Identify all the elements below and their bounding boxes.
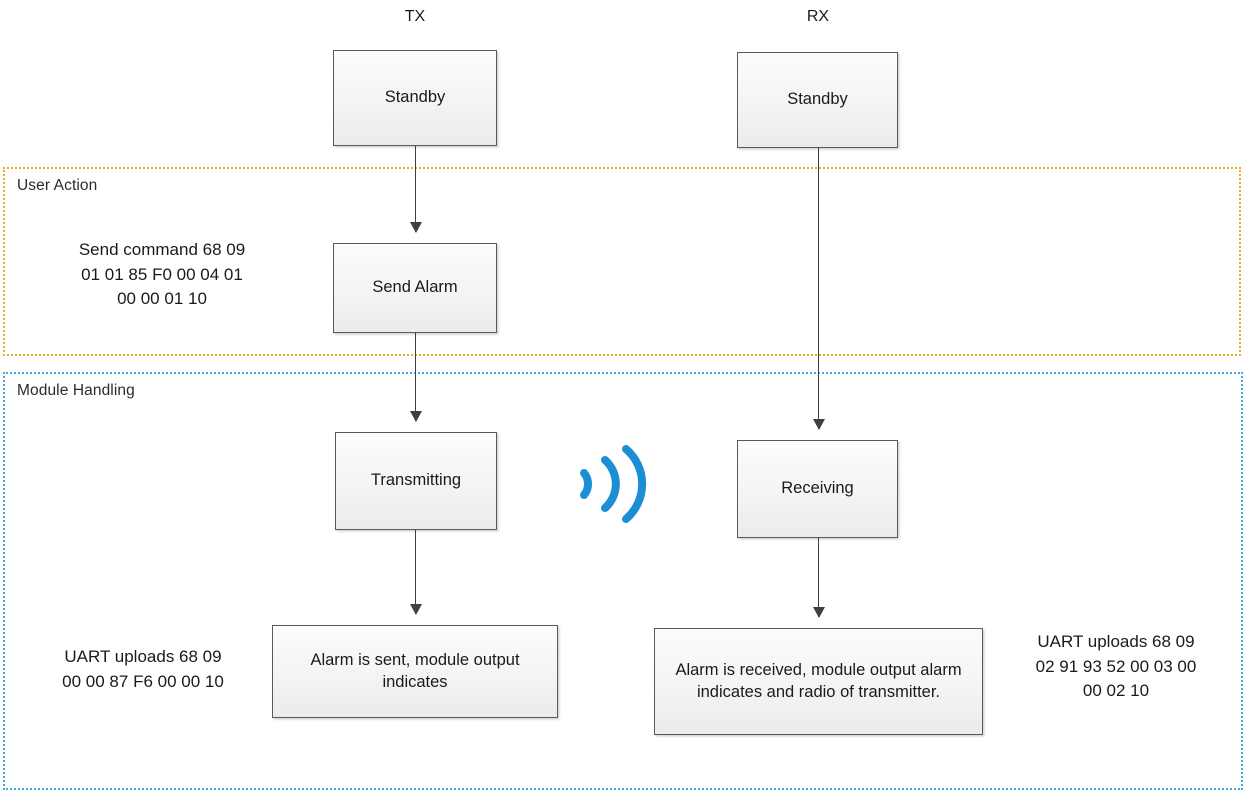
arrow-transmitting-to-tx-result (409, 530, 422, 615)
node-transmitting[interactable]: Transmitting (335, 432, 497, 530)
node-send-alarm[interactable]: Send Alarm (333, 243, 497, 333)
arrow-send-alarm-to-transmitting (409, 333, 422, 422)
column-header-tx: TX (404, 8, 426, 25)
arrow-rx-standby-to-receiving (812, 148, 825, 430)
column-header-rx: RX (806, 8, 830, 25)
annotation-rx-uart-uploads: UART uploads 68 09 02 91 93 52 00 03 00 … (1035, 632, 1197, 701)
node-rx-standby[interactable]: Standby (737, 52, 898, 148)
annotation-send-command: Send command 68 09 01 01 85 F0 00 04 01 … (78, 240, 246, 309)
arrow-receiving-to-rx-result (812, 538, 825, 618)
lane-label-user-action: User Action (17, 177, 98, 194)
annotation-tx-uart-uploads: UART uploads 68 09 00 00 87 F6 00 00 10 (62, 647, 224, 691)
arrow-tx-standby-to-send-alarm (409, 146, 422, 233)
node-tx-standby[interactable]: Standby (333, 50, 497, 146)
node-tx-result[interactable]: Alarm is sent, module output indicates (272, 625, 558, 718)
lane-user-action: User Action (3, 167, 1241, 356)
lane-module-handling: Module Handling (3, 372, 1243, 790)
lane-label-module-handling: Module Handling (17, 382, 135, 399)
wireless-signal-icon (572, 443, 652, 525)
node-rx-result[interactable]: Alarm is received, module output alarm i… (654, 628, 983, 735)
node-receiving[interactable]: Receiving (737, 440, 898, 538)
